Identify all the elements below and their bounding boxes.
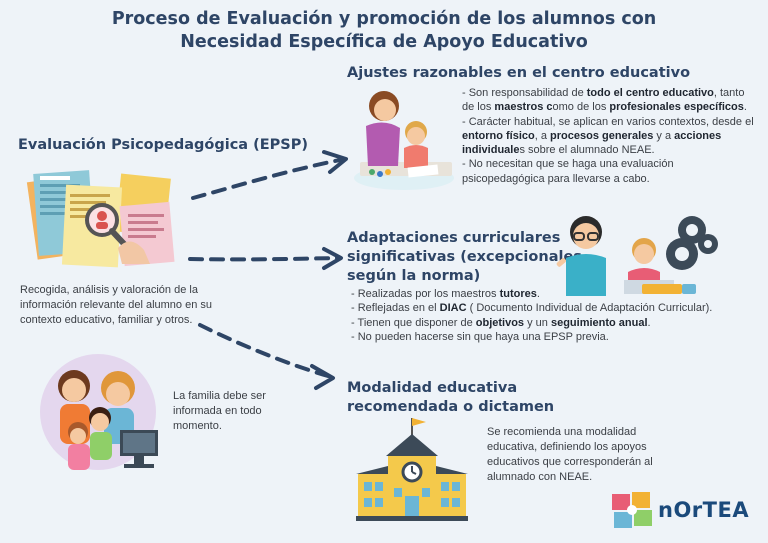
modalidad-text: Se recomienda una modalidad educativa, d… (487, 426, 653, 483)
adaptaciones-bullets: - Realizadas por los maestros tutores. -… (351, 287, 751, 344)
ajustes-bullet-1: - Son responsabilidad de todo el centro … (462, 87, 747, 114)
title-line-1: Proceso de Evaluación y promoción de los… (111, 9, 657, 29)
teacher-boy-icon (556, 216, 606, 296)
epsp-description: Recogida, análisis y valoración de la in… (20, 284, 213, 326)
ajustes-bullet-2: - Carácter habitual, se aplican en vario… (462, 115, 754, 157)
documents-magnifier-icon (26, 170, 175, 268)
page-title: Proceso de Evaluación y promoción de los… (0, 8, 768, 54)
adaptaciones-heading: Adaptaciones curriculares significativas… (347, 229, 582, 286)
title-line-2: Necesidad Específica de Apoyo Educativo (180, 32, 588, 52)
nortea-logo: nOrTEA (658, 498, 750, 522)
adaptaciones-heading-line-1: Adaptaciones curriculares (347, 230, 561, 246)
modalidad-heading: Modalidad educativa recomendada o dictam… (347, 379, 554, 417)
familia-text: La familia debe ser informada en todo mo… (173, 390, 266, 432)
adaptaciones-bullet-4: - No pueden hacerse sin que haya una EPS… (351, 330, 609, 343)
modalidad-heading-line-1: Modalidad educativa (347, 380, 518, 396)
adaptaciones-bullet-3: - Tienen que disponer de objetivos y un … (351, 316, 651, 329)
puzzle-logo-icon (612, 492, 652, 528)
adaptaciones-bullet-2: - Reflejadas en el DIAC ( Documento Indi… (351, 302, 713, 315)
mother-child-drawing-icon (354, 91, 454, 190)
ajustes-heading: Ajustes razonables en el centro educativ… (347, 65, 691, 81)
adaptaciones-bullet-1: - Realizadas por los maestros tutores. (351, 288, 540, 300)
school-building-icon (356, 418, 468, 521)
student-gears-icon (624, 216, 718, 294)
family-computer-icon (40, 354, 158, 470)
adaptaciones-heading-line-2: significativas (excepcionales (347, 249, 582, 265)
modalidad-heading-line-2: recomendada o dictamen (347, 399, 555, 415)
ajustes-bullet-3: - No necesitan que se haga una evaluació… (462, 158, 674, 185)
epsp-heading: Evaluación Psicopedagógica (EPSP) (18, 137, 308, 153)
ajustes-bullets: - Son responsabilidad de todo el centro … (462, 86, 758, 186)
adaptaciones-heading-line-3: según la norma) (347, 268, 481, 284)
